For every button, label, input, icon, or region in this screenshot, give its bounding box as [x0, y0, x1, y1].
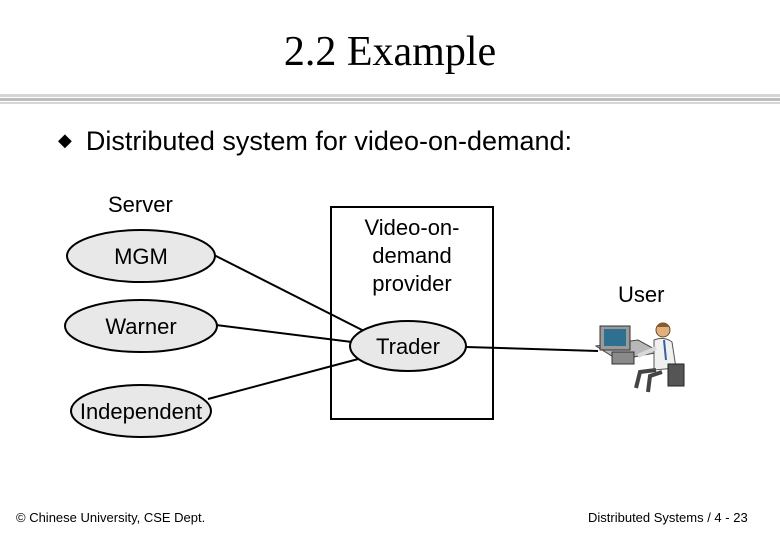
connector-trader-user	[465, 346, 599, 352]
connector-warner-trader	[215, 324, 353, 343]
connector-independent-trader	[207, 357, 363, 400]
provider-box	[330, 206, 494, 420]
trader-label: Trader	[376, 334, 440, 359]
server-node-warner	[64, 299, 218, 353]
provider-label-line: demand	[372, 243, 452, 268]
server-label-independent: Independent	[79, 399, 203, 424]
footer-copyright: © Chinese University, CSE Dept.	[16, 510, 206, 525]
diamond-bullet-icon: ◆	[58, 130, 72, 150]
bullet-text: Distributed system for video-on-demand:	[85, 126, 573, 156]
user-label: User	[618, 282, 665, 307]
provider-label-line: Video-on-	[364, 215, 460, 240]
footer-page-number: Distributed Systems / 4 - 23	[588, 510, 748, 525]
server-label-warner: Warner	[105, 314, 177, 339]
server-heading: Server	[108, 192, 173, 217]
person-at-computer-icon	[594, 322, 685, 393]
server-node-mgm	[66, 229, 216, 283]
server-label-mgm: MGM	[114, 244, 168, 269]
title-divider	[0, 94, 780, 104]
provider-label: Video-on- demand provider	[331, 214, 493, 298]
trader-node	[349, 320, 467, 372]
provider-label-line: provider	[372, 271, 452, 296]
connector-mgm-trader	[213, 254, 369, 334]
server-node-independent	[70, 384, 212, 438]
slide-title: 2.2 Example	[283, 29, 497, 75]
bullet-item: ◆ Distributed system for video-on-demand:	[58, 126, 572, 157]
